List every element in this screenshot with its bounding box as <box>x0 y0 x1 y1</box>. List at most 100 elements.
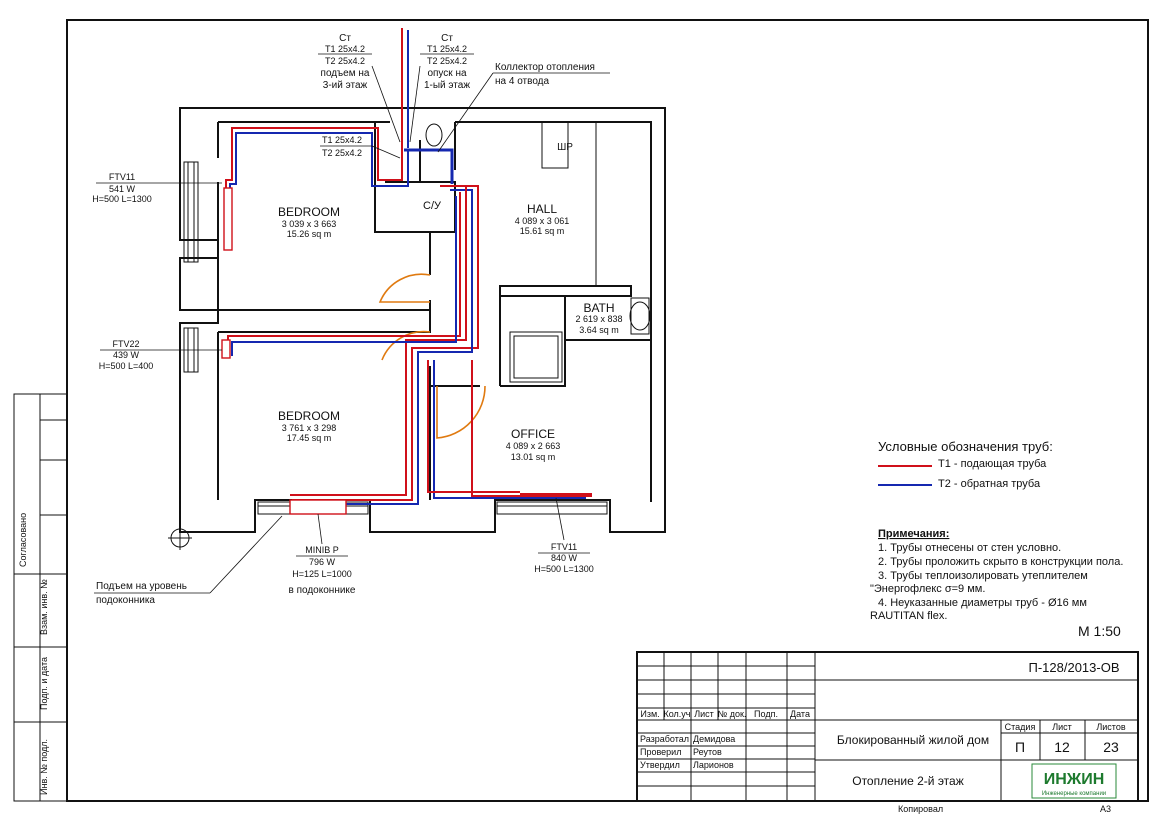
svg-text:T1 25x4.2: T1 25x4.2 <box>325 44 365 54</box>
notes-block: Примечания: 1. Трубы отнесены от стен ус… <box>870 528 1123 622</box>
svg-text:3.64 sq m: 3.64 sq m <box>579 325 619 335</box>
sheet-frame <box>66 19 1149 802</box>
axis-marker <box>168 323 192 550</box>
svg-text:T2 25x4.2: T2 25x4.2 <box>325 56 365 66</box>
pipe-size-label: T1 25x4.2 T2 25x4.2 <box>320 135 401 159</box>
sheet-header: Лист <box>1052 722 1072 732</box>
scale-label: М 1:50 <box>1078 623 1121 639</box>
svg-text:FTV11: FTV11 <box>109 172 135 182</box>
riser-right-label: Ст T1 25x4.2 T2 25x4.2 опуск на 1-ый эта… <box>409 33 474 143</box>
legend-title: Условные обозначения труб: <box>878 439 1053 454</box>
sill-note: Подъем на уровень подоконника <box>94 515 283 606</box>
svg-text:FTV11: FTV11 <box>551 542 577 552</box>
svg-text:RAUTITAN flex.: RAUTITAN flex. <box>870 610 947 622</box>
svg-text:796 W: 796 W <box>309 557 336 567</box>
sheet-title: Отопление 2-й этаж <box>852 774 964 788</box>
pipes <box>225 28 590 505</box>
radiator-label-2: FTV22 439 W H=500 L=400 <box>99 339 222 371</box>
svg-text:Ст: Ст <box>441 33 453 44</box>
svg-text:2. Трубы проложить скрыто в ко: 2. Трубы проложить скрыто в конструкции … <box>878 556 1123 568</box>
shaft-label: ШР <box>557 142 573 153</box>
riser-left-label: Ст T1 25x4.2 T2 25x4.2 подъем на 3-ий эт… <box>318 33 401 143</box>
role-developer: Разработал <box>640 734 689 744</box>
room-label-bath: BATH 2 619 x 838 3.64 sq m <box>575 301 622 335</box>
radiator-label-3: MINIB P 796 W H=125 L=1000 в подоконнике <box>289 513 356 596</box>
svg-text:ИНЖИН: ИНЖИН <box>1044 771 1105 788</box>
svg-text:Инженерные компании: Инженерные компании <box>1042 791 1106 797</box>
svg-text:T2 25x4.2: T2 25x4.2 <box>427 56 467 66</box>
svg-text:OFFICE: OFFICE <box>511 427 555 441</box>
name-developer: Демидова <box>693 734 735 744</box>
svg-text:H=125 L=1000: H=125 L=1000 <box>292 569 352 579</box>
svg-text:13.01 sq m: 13.01 sq m <box>511 452 556 462</box>
room-label-bedroom-2: BEDROOM 3 761 x 3 298 17.45 sq m <box>278 409 340 443</box>
sheets-header: Листов <box>1096 722 1125 732</box>
project-name: Блокированный жилой дом <box>837 733 989 747</box>
header-count: Кол.уч <box>664 709 691 719</box>
svg-text:T2 25x4.2: T2 25x4.2 <box>322 148 362 158</box>
radiator-label-1: FTV11 541 W H=500 L=1300 <box>92 172 222 204</box>
copied-by: Копировал <box>898 804 943 814</box>
stamp-agreed: Согласовано <box>18 513 28 567</box>
role-approver: Утвердил <box>640 760 680 770</box>
header-change: Изм. <box>640 709 659 719</box>
room-label-office: OFFICE 4 089 x 2 663 13.01 sq m <box>506 427 561 462</box>
stamp-inv-orig: Инв. № подл. <box>39 739 49 795</box>
legend-label-t1: T1 - подающая труба <box>938 458 1047 470</box>
svg-text:4 089 x 2 663: 4 089 x 2 663 <box>506 441 561 451</box>
header-sheet: Лист <box>694 709 714 719</box>
svg-text:BEDROOM: BEDROOM <box>278 205 340 219</box>
svg-text:3 761 x 3 298: 3 761 x 3 298 <box>282 423 337 433</box>
svg-text:3-ий этаж: 3-ий этаж <box>323 80 368 91</box>
side-stamp: Согласовано Взам. инв. № Подп. и дата Ин… <box>13 393 68 802</box>
svg-text:FTV22: FTV22 <box>112 339 139 349</box>
stage-value: П <box>1015 739 1025 755</box>
svg-text:T1 25x4.2: T1 25x4.2 <box>427 44 467 54</box>
svg-text:15.61 sq m: 15.61 sq m <box>520 226 565 236</box>
paper-format: А3 <box>1100 804 1111 814</box>
svg-text:840 W: 840 W <box>551 553 578 563</box>
svg-text:3 039 x 3 663: 3 039 x 3 663 <box>282 219 337 229</box>
svg-text:H=500 L=1300: H=500 L=1300 <box>534 564 594 574</box>
pipe-legend: Условные обозначения труб: T1 - подающая… <box>878 439 1053 490</box>
svg-text:подъем на: подъем на <box>321 68 370 79</box>
svg-text:15.26 sq m: 15.26 sq m <box>287 229 332 239</box>
svg-text:на 4 отвода: на 4 отвода <box>495 76 550 87</box>
svg-text:H=500 L=1300: H=500 L=1300 <box>92 194 152 204</box>
stamp-sign-date: Подп. и дата <box>39 657 49 710</box>
svg-text:541 W: 541 W <box>109 184 136 194</box>
svg-text:1-ый этаж: 1-ый этаж <box>424 80 470 91</box>
name-approver: Ларионов <box>693 760 734 770</box>
svg-text:BEDROOM: BEDROOM <box>278 409 340 423</box>
svg-text:HALL: HALL <box>527 202 557 216</box>
svg-text:"Энергофлекс σ=9 мм.: "Энергофлекс σ=9 мм. <box>870 583 985 595</box>
manifold-label: Коллектор отопления на 4 отвода <box>437 62 610 153</box>
legend-label-t2: T2 - обратная труба <box>938 478 1041 490</box>
name-checker: Реутов <box>693 747 722 757</box>
title-block: Изм. Кол.уч Лист № док. Подп. Дата Разра… <box>636 651 1139 802</box>
header-doc: № док. <box>718 709 747 719</box>
doors <box>378 273 486 439</box>
svg-text:BATH: BATH <box>583 301 614 315</box>
svg-text:опуск на: опуск на <box>427 68 467 79</box>
svg-text:2 619 x 838: 2 619 x 838 <box>575 314 622 324</box>
svg-text:H=500 L=400: H=500 L=400 <box>99 361 154 371</box>
svg-text:T1 25x4.2: T1 25x4.2 <box>322 135 362 145</box>
svg-text:Коллектор отопления: Коллектор отопления <box>495 62 595 73</box>
radiator-label-4: FTV11 840 W H=500 L=1300 <box>534 497 594 574</box>
svg-text:439 W: 439 W <box>113 350 140 360</box>
svg-text:3. Трубы теплоизолировать утеп: 3. Трубы теплоизолировать утеплителем <box>878 570 1088 582</box>
cu-label: С/У <box>423 200 442 212</box>
role-checker: Проверил <box>640 747 681 757</box>
sheets-value: 23 <box>1103 739 1119 755</box>
room-label-bedroom-1: BEDROOM 3 039 x 3 663 15.26 sq m <box>278 205 340 239</box>
company-logo: ИНЖИН Инженерные компании <box>1031 763 1117 799</box>
svg-text:1. Трубы отнесены от стен усло: 1. Трубы отнесены от стен условно. <box>878 542 1061 554</box>
svg-text:Ст: Ст <box>339 33 351 44</box>
svg-text:MINIB P: MINIB P <box>305 545 339 555</box>
stamp-replace-inv: Взам. инв. № <box>39 579 49 635</box>
notes-title: Примечания: <box>878 528 949 540</box>
svg-text:Подъем на уровень: Подъем на уровень <box>96 581 187 592</box>
